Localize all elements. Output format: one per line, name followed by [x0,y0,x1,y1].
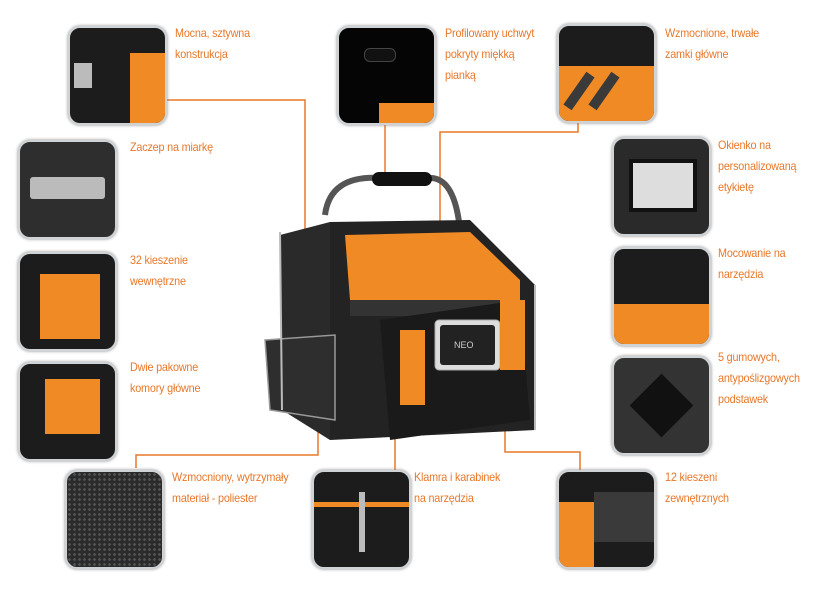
thumb-inner-pockets [18,252,117,351]
thumb-label-window [612,137,711,236]
thumb-zippers [557,24,656,123]
thumb-outer-pockets [557,470,656,569]
thumb-tape-hook [18,140,117,239]
brand-logo: NEO [454,340,474,350]
label-tape-hook: Zaczep na miarkę [130,140,213,154]
thumb-handle [337,26,436,125]
thumb-main-compartments [18,362,117,461]
thumb-construction [68,26,167,125]
thumb-clip [312,470,411,569]
thumb-tool-mount [612,247,711,346]
thumb-material [65,470,164,569]
thumb-rubber-feet [612,356,711,455]
